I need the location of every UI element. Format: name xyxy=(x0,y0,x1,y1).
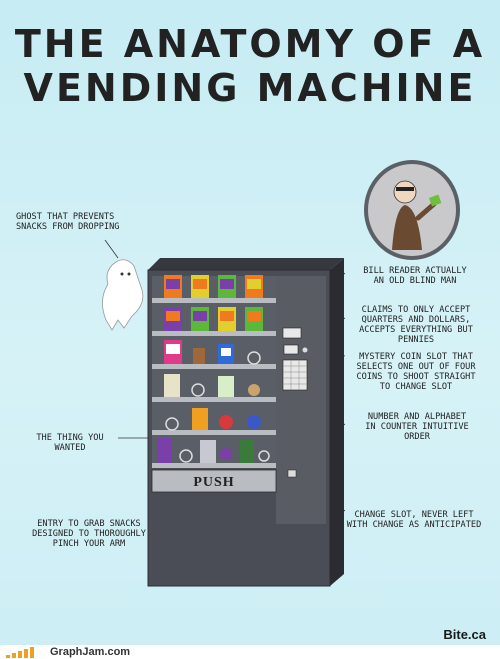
ghost-illustration xyxy=(102,259,144,331)
snack-row-3 xyxy=(164,340,261,365)
footer-bar: GraphJam.com xyxy=(0,645,500,659)
graph-bars-icon xyxy=(6,647,46,658)
snack-row-2 xyxy=(164,307,263,331)
snack-row-6 xyxy=(158,438,270,463)
snack-row-4 xyxy=(164,374,260,397)
annotation-entry: ENTRY TO GRAB SNACKS DESIGNED TO THOROUG… xyxy=(32,519,146,549)
vending-machine xyxy=(147,258,344,587)
push-label: PUSH xyxy=(193,475,234,490)
snack-row-1 xyxy=(164,275,263,298)
annotation-number-alphabet: NUMBER AND ALPHABET IN COUNTER INTUITIVE… xyxy=(365,412,469,442)
annotation-bill-reader: BILL READER ACTUALLY AN OLD BLIND MAN xyxy=(363,266,467,286)
leader-ghost xyxy=(104,239,119,259)
blind-man-illustration xyxy=(364,160,460,260)
snack-row-5 xyxy=(165,408,261,431)
annotation-mystery-coin: MYSTERY COIN SLOT THAT SELECTS ONE OUT O… xyxy=(356,352,476,392)
annotation-thing-wanted: THE THING YOU WANTED xyxy=(36,433,104,453)
footer-brand[interactable]: GraphJam.com xyxy=(50,646,131,658)
annotation-change-slot: CHANGE SLOT, NEVER LEFT WITH CHANGE AS A… xyxy=(346,510,482,530)
page-title-line2: VENDING MACHINE xyxy=(23,66,477,110)
credit-text: Bite.ca xyxy=(443,627,486,642)
annotation-ghost: GHOST THAT PREVENTS SNACKS FROM DROPPING xyxy=(16,212,120,232)
page-title-line1: THE ANATOMY OF A xyxy=(14,22,486,66)
annotation-claims: CLAIMS TO ONLY ACCEPT QUARTERS AND DOLLA… xyxy=(359,305,473,345)
